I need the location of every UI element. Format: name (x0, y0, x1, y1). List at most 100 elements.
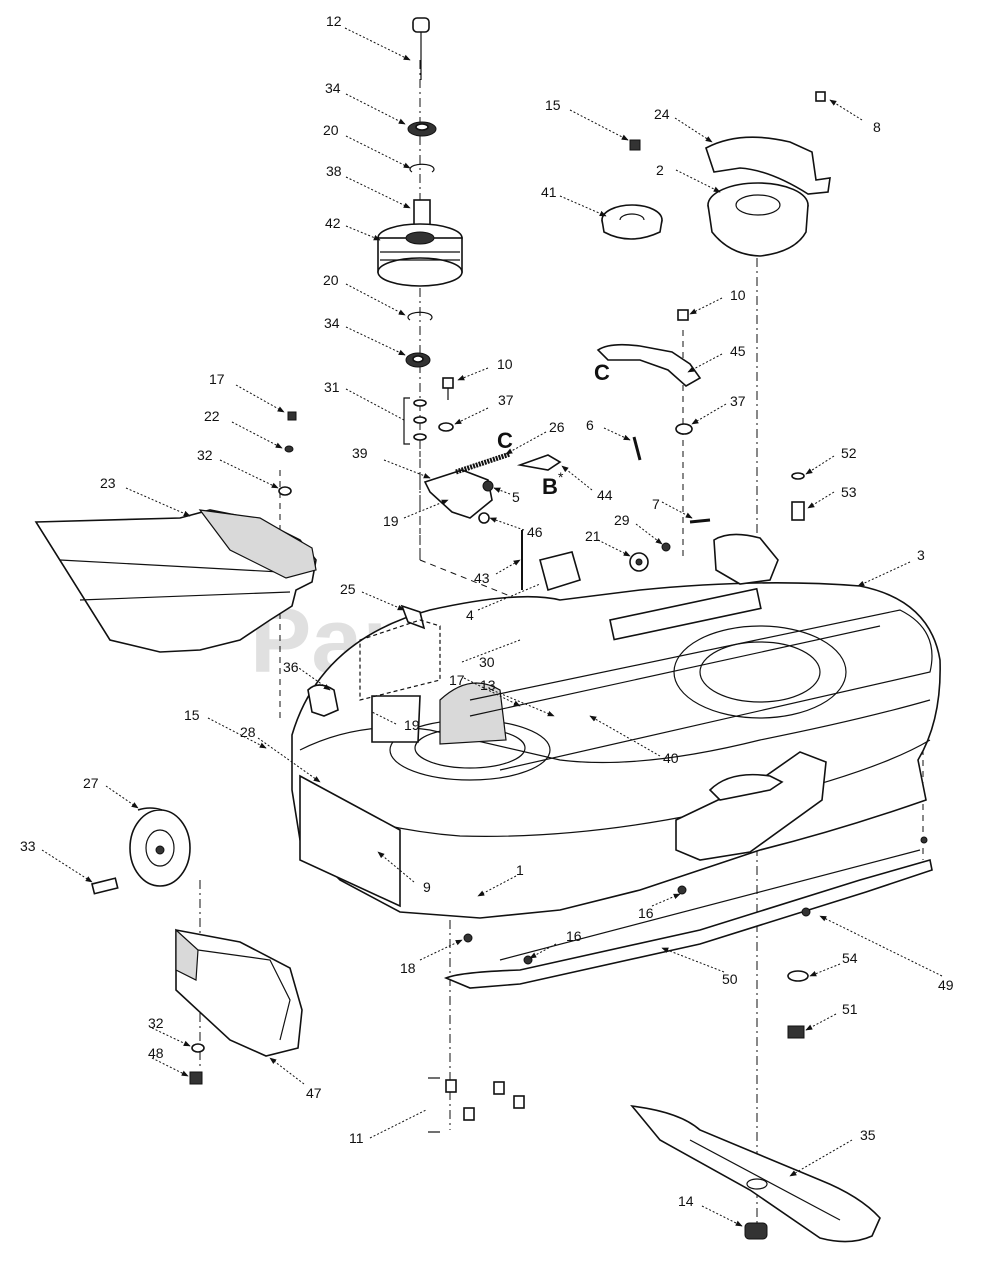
callout-16-right: 16 (638, 905, 654, 921)
nut-17a (287, 411, 297, 421)
bolt-6 (632, 436, 642, 461)
deck-rail-50 (443, 858, 933, 989)
pivot-5 (482, 480, 494, 492)
callout-10-upper-right: 10 (730, 287, 746, 303)
hitch-bracket (675, 751, 827, 861)
nut-49 (801, 907, 811, 917)
bracket-4 (539, 551, 581, 592)
nut-16a (677, 885, 687, 895)
callout-12: 12 (326, 13, 342, 29)
callout-28: 28 (240, 724, 256, 740)
callout-3: 3 (917, 547, 925, 563)
link-arm-44 (516, 454, 562, 471)
washer-31a (413, 399, 427, 407)
spring-25 (400, 604, 426, 630)
washer-32b (191, 1043, 205, 1053)
bolt-11c (513, 1095, 525, 1109)
reference-letter-b-asterisk: * (558, 469, 564, 485)
callout-53: 53 (841, 484, 857, 500)
hardware (278, 91, 826, 572)
callout-42: 42 (325, 215, 341, 231)
callout-5: 5 (512, 489, 520, 505)
callout-20-upper: 20 (323, 122, 339, 138)
washer-52 (791, 472, 805, 480)
callout-labels: 12 34 20 38 42 20 34 31 10 37 17 22 32 2… (20, 13, 954, 1209)
callout-43: 43 (474, 570, 490, 586)
callout-51: 51 (842, 1001, 858, 1017)
callout-54: 54 (842, 950, 858, 966)
spindle-housing (439, 682, 507, 745)
callout-15-lower: 15 (184, 707, 200, 723)
nut-48 (189, 1071, 203, 1085)
callout-26: 26 (549, 419, 565, 435)
callout-19-upper: 19 (383, 513, 399, 529)
callout-49: 49 (938, 977, 954, 993)
leader-lines (41, 27, 943, 1227)
idler-arm-45 (596, 343, 702, 387)
belt-guard-24 (705, 136, 831, 195)
callout-18: 18 (400, 960, 416, 976)
callout-52: 52 (841, 445, 857, 461)
nut-18 (463, 933, 473, 943)
nut-51 (787, 1025, 805, 1039)
callout-45: 45 (730, 343, 746, 359)
callout-14: 14 (678, 1193, 694, 1209)
nut-46 (478, 512, 490, 524)
bolt-11a (445, 1079, 457, 1093)
callout-41: 41 (541, 184, 557, 200)
callout-9: 9 (423, 879, 431, 895)
nut-15a (629, 139, 641, 151)
callout-8: 8 (873, 119, 881, 135)
callout-16-left: 16 (566, 928, 582, 944)
idler-bracket-group (423, 451, 581, 592)
callout-13: 13 (480, 677, 496, 693)
callout-27: 27 (83, 775, 99, 791)
bolt-11d (463, 1107, 475, 1121)
callout-15-upper: 15 (545, 97, 561, 113)
callout-6: 6 (586, 417, 594, 433)
gauge-wheel-27 (91, 807, 191, 895)
washer-37a (438, 422, 454, 432)
callout-10-upper-left: 10 (497, 356, 513, 372)
mower-deck-3 (291, 533, 941, 919)
blade-35 (630, 1104, 881, 1243)
callout-22: 22 (204, 408, 220, 424)
bolt-33 (91, 877, 119, 895)
baffle-bracket (371, 695, 421, 743)
callout-37-left: 37 (498, 392, 514, 408)
callout-34-upper: 34 (325, 80, 341, 96)
callout-24: 24 (654, 106, 670, 122)
washer-31c (413, 433, 427, 441)
grease-fitting-53 (791, 501, 805, 521)
callout-20-lower: 20 (323, 272, 339, 288)
washer-31b (413, 416, 427, 424)
callout-1: 1 (516, 862, 524, 878)
callout-33: 33 (20, 838, 36, 854)
callout-44: 44 (597, 487, 613, 503)
callout-37-right: 37 (730, 393, 746, 409)
callout-11: 11 (349, 1130, 364, 1146)
callout-21: 21 (585, 528, 601, 544)
drive-belt-40 (469, 609, 933, 771)
callout-30: 30 (479, 654, 495, 670)
bolt-8 (815, 91, 826, 102)
reference-letter-b: B (542, 474, 558, 499)
bolt-10a (442, 377, 454, 389)
spring-36 (307, 684, 339, 717)
callout-39: 39 (352, 445, 368, 461)
idler-bracket-39 (423, 469, 493, 519)
callout-17-lower: 17 (449, 672, 465, 688)
callout-25: 25 (340, 581, 356, 597)
callout-31: 31 (324, 379, 340, 395)
callout-35: 35 (860, 1127, 876, 1143)
callout-29: 29 (614, 512, 630, 528)
blade-nut-14 (744, 1222, 768, 1240)
washer-32a (278, 486, 292, 496)
washer-54 (787, 970, 809, 982)
retaining-ring-20-lower (407, 311, 433, 321)
callout-48: 48 (148, 1045, 164, 1061)
pulley-cover (713, 533, 779, 585)
callout-38: 38 (326, 163, 342, 179)
nut-29 (661, 542, 671, 552)
